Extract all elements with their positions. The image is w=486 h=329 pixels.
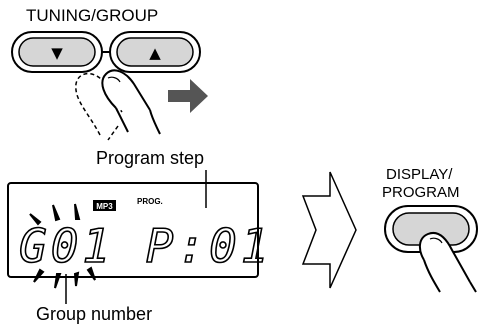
- program-step-label: Program step: [96, 148, 205, 168]
- lcd-display: MP3 PROG. G01 P:01: [7, 170, 273, 304]
- finger-pressing-icon: [101, 69, 151, 111]
- next-step-arrow-icon: [301, 171, 357, 289]
- mp3-indicator: MP3: [96, 202, 113, 211]
- finger-dashed-icon: [75, 72, 123, 136]
- prog-indicator: PROG.: [137, 197, 163, 206]
- display-program-label-line1: DISPLAY/: [386, 166, 453, 183]
- display-readout: G01 P:01: [19, 219, 273, 273]
- finger-press-icon: [418, 232, 471, 283]
- up-triangle-icon: ▲: [149, 44, 161, 62]
- down-triangle-icon: ▼: [51, 44, 63, 62]
- tuning-up-button[interactable]: ▲: [109, 31, 201, 73]
- display-program-label-line2: PROGRAM: [382, 184, 460, 201]
- move-arrow-icon: [168, 79, 208, 113]
- tuning-group-control: ▼ ▲: [11, 31, 201, 73]
- tuning-down-button[interactable]: ▼: [11, 31, 103, 73]
- blink-marks-icon: [29, 203, 96, 289]
- group-number-label: Group number: [36, 304, 153, 324]
- tuning-group-label: TUNING/GROUP: [26, 6, 159, 25]
